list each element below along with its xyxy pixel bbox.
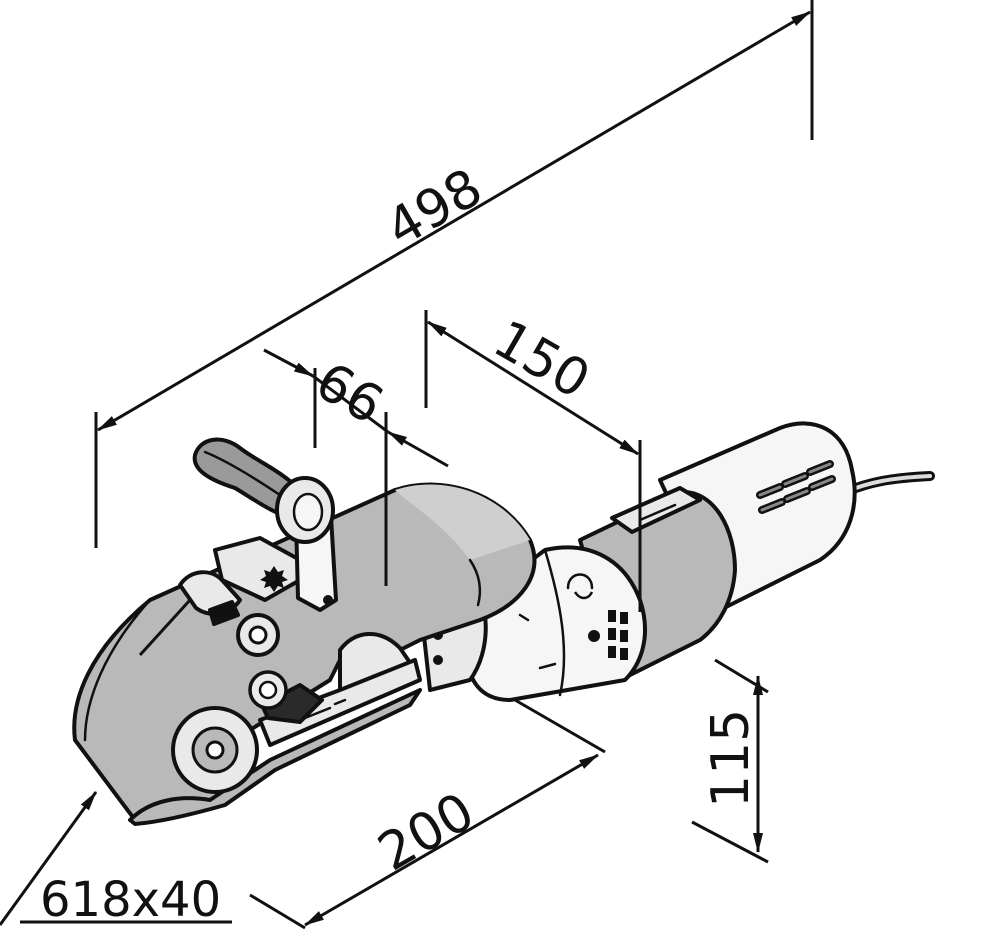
dim-66-line-b xyxy=(387,430,449,468)
dim-200-line xyxy=(304,753,599,927)
star-screw-icon xyxy=(260,566,288,592)
switch-slider xyxy=(610,486,702,534)
base-plate xyxy=(128,688,422,826)
spindle-lock-button xyxy=(573,591,594,600)
label-66: 66 xyxy=(306,351,393,436)
gear-head-ribs xyxy=(588,610,628,660)
label-115: 115 xyxy=(701,709,761,808)
dimension-lines xyxy=(0,0,814,930)
dim-200-ext-left xyxy=(249,893,306,930)
tool-illustration xyxy=(72,421,935,826)
dim-115-ext-bottom xyxy=(691,820,769,864)
adjust-lever xyxy=(260,683,324,724)
vent-slots xyxy=(756,460,836,514)
dim-150-line xyxy=(427,320,639,456)
label-618x40: 618x40 xyxy=(40,872,221,928)
dim-115-ext-top xyxy=(714,658,769,694)
dim-618x40-leader xyxy=(0,791,98,926)
spindle-lock-icon xyxy=(566,573,594,590)
dim-200-ext-right xyxy=(514,698,606,754)
label-150: 150 xyxy=(484,309,600,411)
dim-498-line xyxy=(97,10,811,432)
label-200: 200 xyxy=(369,782,485,884)
dim-66-line-a xyxy=(263,348,314,378)
label-498: 498 xyxy=(377,158,493,260)
